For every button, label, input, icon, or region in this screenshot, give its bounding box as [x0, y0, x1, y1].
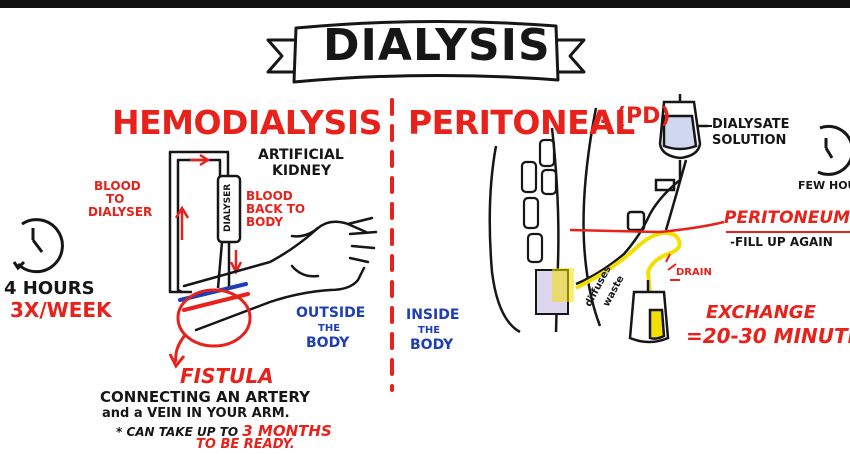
clock-icon-right — [818, 126, 850, 174]
abdomen-dialysate — [552, 268, 574, 302]
outside-line2: THE — [318, 324, 340, 334]
inside-line3: BODY — [410, 338, 453, 352]
peritoneal-abbr: (PD) — [616, 106, 671, 128]
blood-to-line3: DIALYSER — [88, 206, 152, 218]
time-line1: 4 HOURS — [4, 280, 95, 298]
dialysate-line1: DIALYSATE — [712, 118, 790, 131]
blood-back-line1: BLOOD — [246, 190, 293, 202]
artificial-line2: KIDNEY — [272, 164, 331, 178]
clock-icon — [14, 220, 62, 272]
peritoneum-pointer — [570, 222, 724, 232]
drain-bag — [630, 280, 668, 342]
artificial-line1: ARTIFICIAL — [258, 148, 344, 162]
blood-back-line2: BACK TO — [246, 203, 305, 215]
peritoneal-dash: - — [600, 108, 610, 132]
blood-back-line3: BODY — [246, 216, 283, 228]
connect-line2: and a VEIN IN YOUR ARM. — [102, 407, 290, 420]
blood-to-line1: BLOOD — [94, 180, 141, 192]
spine-icon — [522, 140, 556, 262]
drain-label: DRAIN — [676, 268, 712, 278]
exchange-time: =20-30 MINUTE — [686, 326, 850, 346]
dialysate-line2: SOLUTION — [712, 134, 786, 147]
hemodialysis-heading: HEMODIALYSIS — [112, 106, 382, 139]
blood-to-line2: TO — [106, 193, 124, 205]
inside-line1: INSIDE — [406, 308, 459, 322]
inside-line2: THE — [418, 326, 440, 336]
fistula-label: FISTULA — [180, 366, 274, 386]
few-hours-label: FEW HOU — [798, 180, 850, 191]
fistula-arrow — [170, 334, 186, 366]
page-title: DIALYSIS — [323, 24, 551, 68]
connect-line1: CONNECTING AN ARTERY — [100, 390, 310, 405]
dialyser-label: DIALYSER — [224, 184, 233, 232]
outside-line3: BODY — [306, 336, 349, 350]
outside-line1: OUTSIDE — [296, 306, 365, 320]
tubing — [576, 160, 686, 284]
fill-up-label: -FILL UP AGAIN — [730, 236, 833, 248]
exchange-label: EXCHANGE — [706, 304, 816, 322]
peritoneum-label: PERITONEUM — [724, 210, 850, 227]
note-line2: TO BE READY. — [196, 438, 295, 451]
time-line2: 3X/WEEK — [10, 300, 112, 320]
fistula-circle — [178, 290, 250, 346]
